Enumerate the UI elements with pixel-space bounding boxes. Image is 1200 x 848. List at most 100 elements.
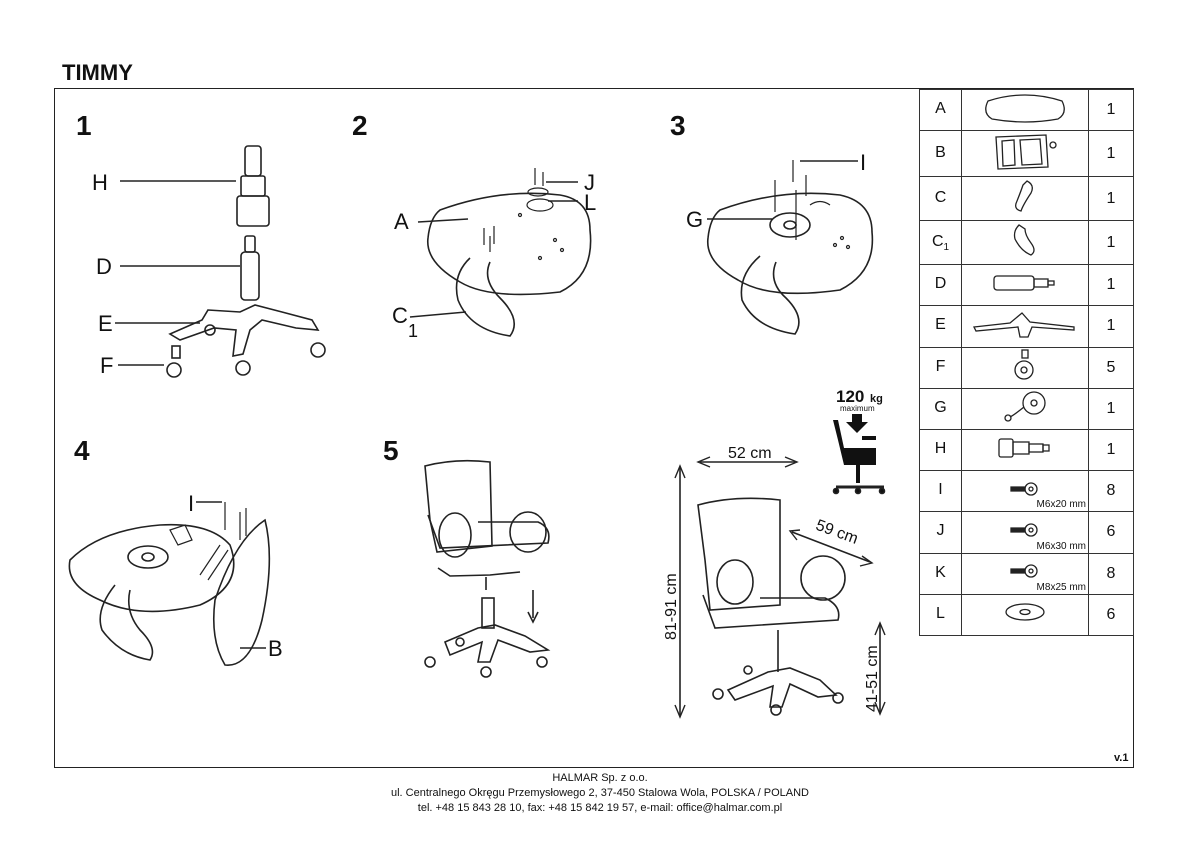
- part-letter: G: [934, 398, 947, 416]
- part-letter: C: [931, 232, 944, 250]
- gas-cylinder-cover-icon: [995, 437, 1055, 464]
- label-G: G: [686, 207, 703, 232]
- part-letter-cell: J: [919, 511, 962, 554]
- gas-lift-icon: [990, 275, 1060, 298]
- step-2-number: 2: [352, 110, 368, 141]
- part-letter-cell: F: [919, 346, 962, 389]
- part-letter-cell: E: [919, 305, 962, 348]
- part-letter: K: [935, 563, 946, 581]
- part-picture-cell: M6x30 mm: [961, 511, 1089, 554]
- label-B: B: [268, 636, 283, 661]
- gas-lift-icon: [240, 235, 260, 301]
- tilt-mechanism-icon: [769, 212, 811, 238]
- part-spec: M6x30 mm: [1036, 540, 1086, 552]
- document-title: TIMMY: [62, 60, 133, 85]
- step-1-illustration: H D E F: [92, 145, 326, 378]
- part-letter: I: [938, 481, 943, 499]
- label-I-step3: I: [860, 150, 866, 175]
- part-picture-cell: [961, 346, 1089, 389]
- dim-height: 81-91 cm: [663, 573, 680, 640]
- footer-contact: tel. +48 15 843 28 10, fax: +48 15 842 1…: [417, 802, 783, 814]
- part-quantity: 1: [1088, 88, 1134, 132]
- part-picture-cell: [961, 387, 1089, 430]
- part-letter-cell: C1: [919, 220, 962, 266]
- part-letter: L: [936, 604, 945, 622]
- label-L: L: [584, 190, 596, 215]
- part-letter: E: [935, 316, 946, 334]
- part-picture-cell: M8x25 mm: [961, 552, 1089, 595]
- part-quantity: 1: [1088, 387, 1134, 430]
- armrest-left-icon: [455, 257, 516, 337]
- part-letter: C: [934, 188, 947, 206]
- part-picture-cell: [961, 130, 1089, 178]
- step-3-number: 3: [670, 110, 686, 141]
- part-letter-cell: I: [919, 470, 962, 513]
- seat-cushion-icon: [980, 94, 1070, 129]
- label-D: D: [96, 254, 112, 279]
- part-picture-cell: [961, 220, 1089, 266]
- step-2-illustration: A J L C 1: [392, 168, 596, 341]
- bolt-icon: [1007, 523, 1043, 543]
- backrest-icon: [990, 134, 1060, 175]
- part-letter-cell: D: [919, 264, 962, 307]
- step-3-illustration: I G: [686, 150, 874, 335]
- part-quantity: 1: [1088, 264, 1134, 307]
- seat-cushion-icon: [427, 192, 592, 296]
- instruction-frame: [54, 88, 1134, 768]
- footer-address: ul. Centralnego Okręgu Przemysłowego 2, …: [390, 787, 809, 799]
- step-4-number: 4: [74, 435, 90, 466]
- part-quantity: 5: [1088, 346, 1134, 389]
- part-quantity: 8: [1088, 552, 1134, 595]
- gas-cylinder-cover-icon: [236, 145, 270, 227]
- backrest-icon: [212, 518, 271, 666]
- label-J: J: [584, 170, 595, 195]
- step-4-illustration: I B: [68, 491, 283, 666]
- bolt-icon: [1007, 564, 1043, 584]
- part-quantity: 1: [1088, 176, 1134, 222]
- armrest-left-icon: [1005, 224, 1045, 263]
- step-1-number: 1: [76, 110, 92, 141]
- part-quantity: 1: [1088, 305, 1134, 348]
- part-letter-cell: A: [919, 88, 962, 132]
- part-quantity: 1: [1088, 428, 1134, 472]
- max-load-unit: kg: [870, 393, 883, 405]
- part-letter-cell: K: [919, 552, 962, 595]
- part-picture-cell: M6x20 mm: [961, 470, 1089, 513]
- label-C1-sub: 1: [408, 321, 418, 341]
- part-picture-cell: [961, 264, 1089, 307]
- step-5-number: 5: [383, 435, 399, 466]
- star-base-icon: [166, 304, 326, 378]
- dim-seat-height: 41-51 cm: [864, 645, 881, 712]
- bolt-icon: [1007, 482, 1043, 502]
- part-spec: M8x25 mm: [1036, 581, 1086, 593]
- max-load-value: 120: [836, 387, 864, 406]
- part-letter: B: [935, 143, 946, 161]
- part-spec: M6x20 mm: [1036, 499, 1086, 511]
- caster-wheel-icon: [171, 345, 181, 359]
- part-picture-cell: [961, 88, 1089, 132]
- part-quantity: 6: [1088, 511, 1134, 554]
- part-picture-cell: [961, 593, 1089, 636]
- part-picture-cell: [961, 176, 1089, 222]
- tilt-mechanism-icon: [1000, 391, 1050, 427]
- label-A: A: [394, 209, 409, 234]
- part-picture-cell: [961, 428, 1089, 472]
- part-letter: F: [935, 357, 946, 375]
- part-quantity: 1: [1088, 220, 1134, 266]
- armrest-icon: [1005, 180, 1045, 219]
- part-letter: D: [934, 275, 947, 293]
- part-letter-sub: 1: [943, 241, 950, 253]
- part-letter: A: [935, 100, 946, 117]
- label-F: F: [100, 353, 113, 378]
